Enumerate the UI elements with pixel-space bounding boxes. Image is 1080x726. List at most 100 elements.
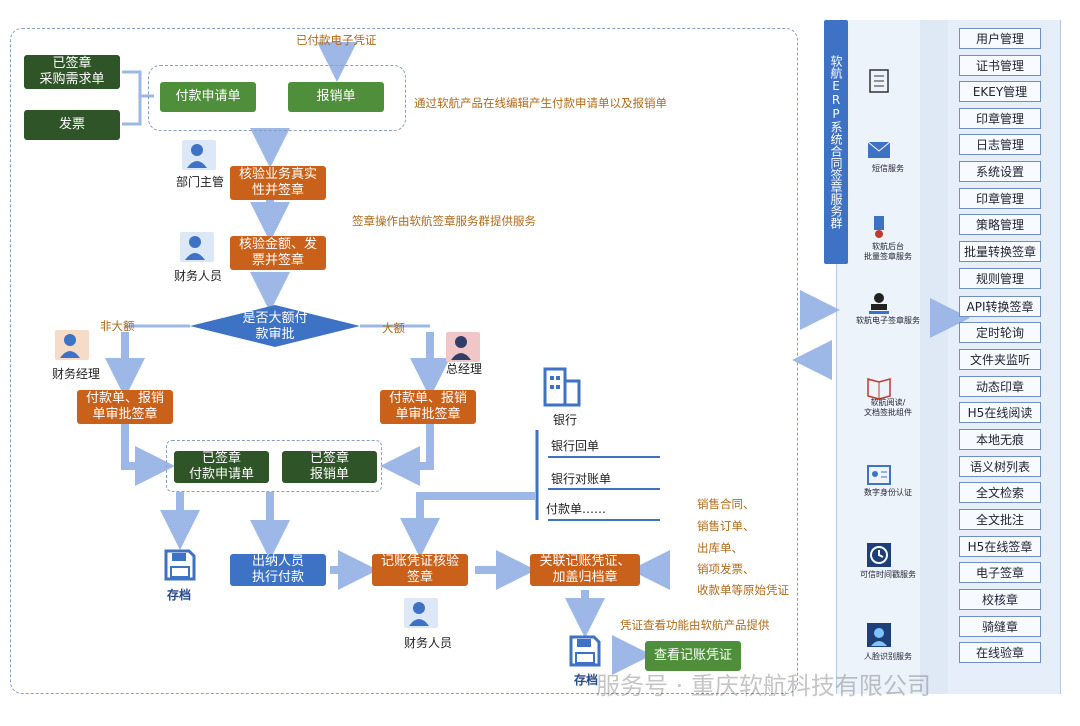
source-doc: 出库单、	[697, 541, 743, 555]
finance-staff-bottom-label: 财务人员	[404, 636, 453, 650]
finance-check-label: 核验金额、发 票并签章	[238, 237, 317, 268]
link-archive-label: 关联记账凭证、 加盖归档章	[539, 554, 631, 585]
face-icon	[866, 622, 892, 648]
service-label: 可信时间戳服务	[860, 570, 916, 579]
signed-request-label: 已签章 付款申请单	[188, 451, 254, 482]
function-item: 校核章	[959, 589, 1041, 610]
gm-icon	[446, 332, 480, 362]
function-item: 策略管理	[959, 214, 1041, 235]
bank-divider	[548, 519, 660, 521]
archive-label-2: 存档	[574, 673, 599, 687]
bank-item: 银行回单	[551, 439, 600, 453]
service-label: 数字身份认证	[864, 488, 912, 497]
finance-manager-label: 财务经理	[52, 367, 101, 381]
function-item: 系统设置	[959, 161, 1041, 182]
signed-purchase-box: 已签章 采购需求单	[24, 55, 120, 89]
large-approve-label: 付款单、报销 单审批签章	[388, 391, 467, 422]
archive-floppy-icon	[163, 548, 197, 582]
function-item: 批量转换签章	[959, 241, 1041, 262]
payment-request-box: 付款申请单	[160, 82, 256, 112]
clock-icon	[866, 542, 892, 568]
service-label: 人脸识别服务	[864, 652, 912, 661]
bank-divider	[548, 456, 660, 458]
finance-staff-label: 财务人员	[174, 269, 223, 283]
dept-check-box: 核验业务真实 性并签章	[230, 166, 326, 200]
source-doc: 销售合同、	[697, 497, 755, 511]
source-doc: 收款单等原始凭证	[697, 583, 789, 597]
stamp-icon	[866, 290, 892, 316]
not-large-label: 非大额	[100, 319, 135, 333]
function-item: 定时轮询	[959, 322, 1041, 343]
archive-label: 存档	[167, 588, 192, 602]
function-item: 印章管理	[959, 108, 1041, 129]
book-icon	[866, 374, 892, 400]
function-item: 印章管理	[959, 188, 1041, 209]
function-item: 动态印章	[959, 376, 1041, 397]
source-doc: 销项发票、	[697, 562, 755, 576]
sign-service-note: 签章操作由软航签章服务群提供服务	[352, 214, 536, 228]
sms-icon	[866, 137, 892, 163]
function-item: 全文批注	[959, 509, 1041, 530]
finance-staff-bottom-icon	[404, 598, 438, 628]
function-item: 语义树列表	[959, 456, 1041, 477]
function-item: H5在线签章	[959, 536, 1041, 557]
reimbursement-box: 报销单	[288, 82, 384, 112]
function-item: 本地无痕	[959, 429, 1041, 450]
bank-title: 银行	[553, 413, 578, 427]
service-label: 短信服务	[872, 164, 904, 173]
service-label: 软航阅读/ 文档签批组件	[864, 398, 912, 417]
service-group-title: 软航ERP系统合同签章服务群	[824, 20, 848, 264]
small-approve-box: 付款单、报销 单审批签章	[77, 390, 173, 424]
function-item: 全文检索	[959, 482, 1041, 503]
id-card-icon	[866, 462, 892, 488]
bank-item: 银行对账单	[551, 472, 612, 486]
function-item: 用户管理	[959, 28, 1041, 49]
watermark: 服务号 · 重庆软航科技有限公司	[596, 672, 931, 700]
small-approve-label: 付款单、报销 单审批签章	[85, 391, 164, 422]
function-item: EKEY管理	[959, 81, 1041, 102]
batch-sign-icon	[866, 214, 892, 240]
function-item: 在线验章	[959, 642, 1041, 663]
dept-manager-label: 部门主管	[176, 175, 225, 189]
online-docs-frame	[148, 65, 406, 131]
view-voucher-label: 查看记账凭证	[653, 648, 732, 663]
function-item: 电子签章	[959, 562, 1041, 583]
decision-diamond: 是否大额付 款审批	[222, 310, 328, 344]
function-item: 证书管理	[959, 55, 1041, 76]
finance-manager-icon	[55, 330, 89, 360]
payment-request-label: 付款申请单	[175, 89, 241, 104]
gm-label: 总经理	[446, 362, 483, 376]
function-item: 规则管理	[959, 268, 1041, 289]
cashier-pay-label: 出纳人员 执行付款	[251, 554, 304, 585]
signed-docs-frame	[166, 440, 382, 492]
function-item: H5在线阅读	[959, 402, 1041, 423]
archive-floppy-icon	[568, 634, 602, 668]
cashier-pay-box: 出纳人员 执行付款	[230, 554, 326, 586]
service-panel-inner	[920, 20, 948, 694]
service-group-title-text: 软航ERP系统合同签章服务群	[829, 55, 843, 229]
signed-reimb-box: 已签章 报销单	[282, 451, 377, 483]
online-docs-note: 通过软航产品在线编辑产生付款申请单以及报销单	[414, 96, 667, 110]
function-item: 骑缝章	[959, 616, 1041, 637]
function-item: 日志管理	[959, 134, 1041, 155]
invoice-label: 发票	[58, 117, 85, 132]
voucher-check-box: 记账凭证核验 签章	[372, 554, 468, 586]
finance-check-box: 核验金额、发 票并签章	[230, 236, 326, 270]
signed-reimb-label: 已签章 报销单	[309, 451, 349, 482]
bank-divider	[548, 488, 660, 490]
finance-staff-icon	[180, 232, 214, 262]
reimbursement-label: 报销单	[316, 89, 356, 104]
large-label: 大额	[382, 321, 405, 335]
signed-request-box: 已签章 付款申请单	[174, 451, 269, 483]
view-voucher-box: 查看记账凭证	[645, 641, 741, 671]
signed-purchase-label: 已签章 采购需求单	[39, 56, 105, 87]
function-item: API转换签章	[959, 296, 1041, 317]
bank-item: 付款单……	[546, 502, 607, 516]
large-approve-box: 付款单、报销 单审批签章	[380, 390, 476, 424]
service-label: 软航电子签章服务	[856, 316, 920, 325]
voucher-view-note: 凭证查看功能由软航产品提供	[620, 618, 770, 632]
dept-manager-icon	[182, 140, 216, 170]
top-note: 已付款电子凭证	[296, 33, 377, 47]
voucher-check-label: 记账凭证核验 签章	[380, 554, 459, 585]
